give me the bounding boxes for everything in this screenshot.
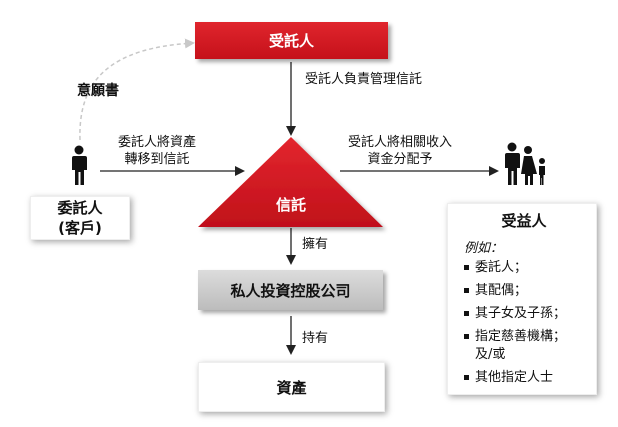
trust-label: 信託 bbox=[275, 196, 306, 214]
trust-triangle bbox=[198, 137, 383, 227]
distribute-label: 受託人將相關收入 資金分配予 bbox=[348, 135, 453, 167]
family-icon bbox=[505, 142, 545, 185]
list-item: 及/或 bbox=[475, 347, 506, 362]
settlor-box: 委託人 (客戶) bbox=[30, 196, 130, 240]
letter-of-wishes-label: 意願書 bbox=[77, 83, 119, 99]
assets-box: 資產 bbox=[198, 362, 385, 412]
list-item: 其配偶； bbox=[464, 282, 584, 300]
person-icon bbox=[72, 145, 87, 185]
owns-label: 擁有 bbox=[302, 237, 329, 252]
trustee-box: 受託人 bbox=[195, 22, 388, 59]
holds-label: 持有 bbox=[302, 331, 329, 346]
list-item: 委託人； bbox=[464, 259, 584, 277]
company-box: 私人投資控股公司 bbox=[198, 270, 383, 310]
trustee-role-label: 受託人負責管理信託 bbox=[305, 72, 423, 87]
settlor-client-label: (客戶) bbox=[58, 219, 102, 237]
beneficiaries-box: 受益人 例如： 委託人； 其配偶； 其子女及子孫； 指定慈善機構； 及/或 其他… bbox=[447, 203, 597, 395]
list-item: 其他指定人士 bbox=[464, 369, 584, 387]
list-item: 指定慈善機構； bbox=[464, 328, 584, 346]
assets-label: 資產 bbox=[276, 378, 307, 397]
beneficiaries-title: 受益人 bbox=[501, 212, 547, 230]
beneficiaries-list: 委託人； 其配偶； 其子女及子孫； 指定慈善機構； 及/或 其他指定人士 bbox=[464, 259, 584, 387]
company-label: 私人投資控股公司 bbox=[230, 281, 351, 300]
transfer-assets-label: 委託人將資產 轉移到信託 bbox=[118, 135, 197, 167]
example-label: 例如： bbox=[464, 241, 504, 256]
trustee-label: 受託人 bbox=[268, 32, 314, 50]
letter-of-wishes-arrow bbox=[79, 38, 195, 141]
settlor-label: 委託人 bbox=[57, 199, 103, 217]
list-item: 其子女及子孫； bbox=[464, 305, 584, 323]
